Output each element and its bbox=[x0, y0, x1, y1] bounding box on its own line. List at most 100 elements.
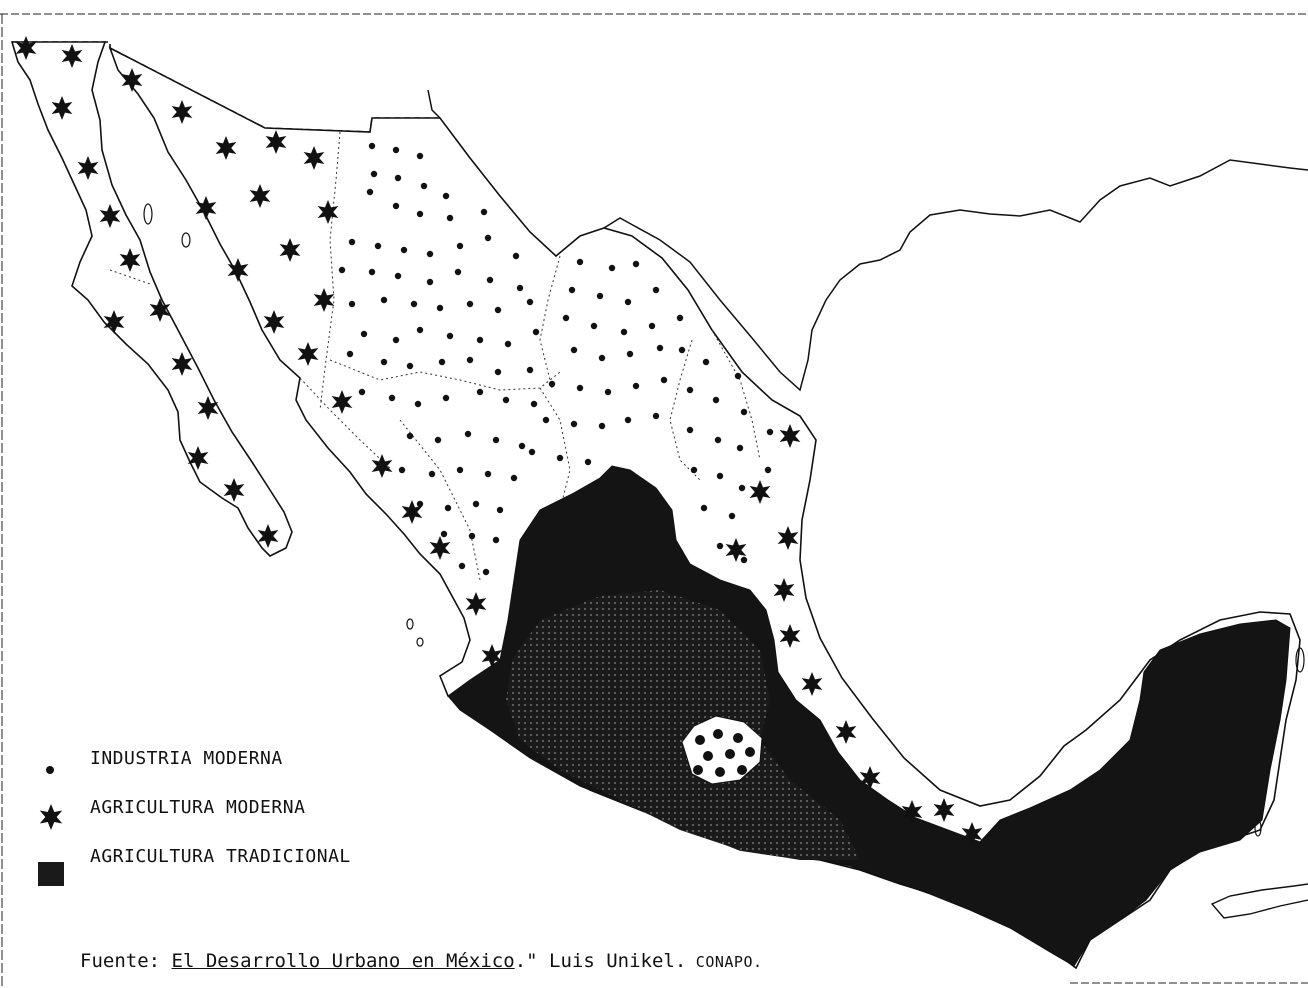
industry-dot bbox=[442, 394, 450, 402]
industry-dot bbox=[494, 306, 502, 314]
industry-dot bbox=[510, 474, 518, 482]
industry-dot bbox=[766, 428, 774, 436]
industry-dot bbox=[734, 372, 742, 380]
industry-dot bbox=[686, 426, 694, 434]
industry-dot bbox=[442, 192, 450, 200]
industria-moderna-dots bbox=[338, 142, 774, 576]
industry-dot bbox=[426, 278, 434, 286]
industry-dot bbox=[736, 444, 744, 452]
map-frame bbox=[0, 13, 1308, 988]
industry-dot bbox=[456, 466, 464, 474]
industry-dot bbox=[446, 332, 454, 340]
industry-dot bbox=[678, 346, 686, 354]
industry-dot bbox=[482, 568, 490, 576]
industry-dot bbox=[624, 298, 632, 306]
industry-dot bbox=[410, 300, 418, 308]
industry-dot bbox=[434, 436, 442, 444]
industry-dot bbox=[380, 296, 388, 304]
industry-dot bbox=[740, 408, 748, 416]
industry-dot bbox=[660, 376, 668, 384]
industry-dot bbox=[652, 412, 660, 420]
industry-dot bbox=[464, 430, 472, 438]
source-publisher: CONAPO. bbox=[686, 953, 763, 971]
industry-dot bbox=[584, 458, 592, 466]
industry-dot bbox=[738, 484, 746, 492]
industry-dot bbox=[406, 432, 414, 440]
industry-dot bbox=[740, 556, 748, 564]
industry-dot bbox=[576, 384, 584, 392]
industry-dot bbox=[438, 358, 446, 366]
industry-dot bbox=[590, 322, 598, 330]
industry-dot bbox=[548, 380, 556, 388]
industry-dot bbox=[466, 356, 474, 364]
industry-dot bbox=[632, 382, 640, 390]
industry-dot bbox=[436, 304, 444, 312]
industry-dot bbox=[570, 346, 578, 354]
industry-dot bbox=[366, 188, 374, 196]
industry-dot bbox=[348, 300, 356, 308]
industry-dot bbox=[360, 330, 368, 338]
industry-dot bbox=[702, 358, 710, 366]
industry-dot bbox=[526, 366, 534, 374]
industry-dot bbox=[416, 326, 424, 334]
islands bbox=[143, 203, 1305, 837]
industry-dot bbox=[456, 242, 464, 250]
dark-square-icon bbox=[38, 862, 64, 886]
industry-dot bbox=[516, 284, 524, 292]
state-boundaries bbox=[109, 131, 761, 581]
industry-dot bbox=[598, 422, 606, 430]
industry-dot bbox=[620, 328, 628, 336]
industry-dot bbox=[426, 250, 434, 258]
industry-dot bbox=[346, 350, 354, 358]
industry-dot bbox=[420, 182, 428, 190]
industry-dot bbox=[392, 202, 400, 210]
industry-dot bbox=[486, 276, 494, 284]
industry-dot bbox=[380, 358, 388, 366]
industry-dot bbox=[526, 298, 534, 306]
source-citation: Fuente: El Desarrollo Urbano en México."… bbox=[80, 950, 763, 972]
us-gulf-coastline bbox=[427, 89, 1308, 392]
industry-dot bbox=[562, 314, 570, 322]
industry-dot bbox=[512, 252, 520, 260]
source-prefix: Fuente: bbox=[80, 950, 172, 972]
industry-dot bbox=[502, 396, 510, 404]
industry-dot bbox=[416, 500, 424, 508]
industry-dot bbox=[494, 368, 502, 376]
industry-dot bbox=[480, 208, 488, 216]
industry-dot bbox=[598, 354, 606, 362]
industry-dot bbox=[394, 174, 402, 182]
industry-dot bbox=[570, 420, 578, 428]
industry-dot bbox=[394, 272, 402, 280]
legend-symbols bbox=[38, 766, 64, 886]
industry-dot bbox=[492, 536, 500, 544]
industry-dot bbox=[764, 466, 772, 474]
industry-dot bbox=[472, 500, 480, 508]
industry-dot bbox=[370, 170, 378, 178]
industry-dot bbox=[686, 386, 694, 394]
small-dot-icon bbox=[46, 766, 54, 774]
industry-dot bbox=[716, 542, 724, 550]
industry-dot bbox=[368, 142, 376, 150]
industry-dot bbox=[358, 388, 366, 396]
legend-label-agricultura-tradicional: AGRICULTURA TRADICIONAL bbox=[90, 846, 351, 867]
industry-dot bbox=[700, 504, 708, 512]
industry-dot bbox=[476, 388, 484, 396]
industry-dot bbox=[596, 292, 604, 300]
cuba-coastline bbox=[1210, 883, 1308, 919]
industry-dot bbox=[392, 336, 400, 344]
industry-dot bbox=[714, 436, 722, 444]
industry-dot bbox=[468, 532, 476, 540]
industry-dot bbox=[728, 512, 736, 520]
enclave-dots bbox=[693, 729, 755, 777]
industry-dot bbox=[532, 328, 540, 336]
industry-dot bbox=[648, 322, 656, 330]
industry-dot bbox=[556, 454, 564, 462]
industry-dot bbox=[496, 506, 504, 514]
industry-dot bbox=[656, 344, 664, 352]
industry-dot bbox=[632, 260, 640, 268]
industry-dot bbox=[476, 336, 484, 344]
industry-dot bbox=[392, 146, 400, 154]
industry-dot bbox=[604, 388, 612, 396]
